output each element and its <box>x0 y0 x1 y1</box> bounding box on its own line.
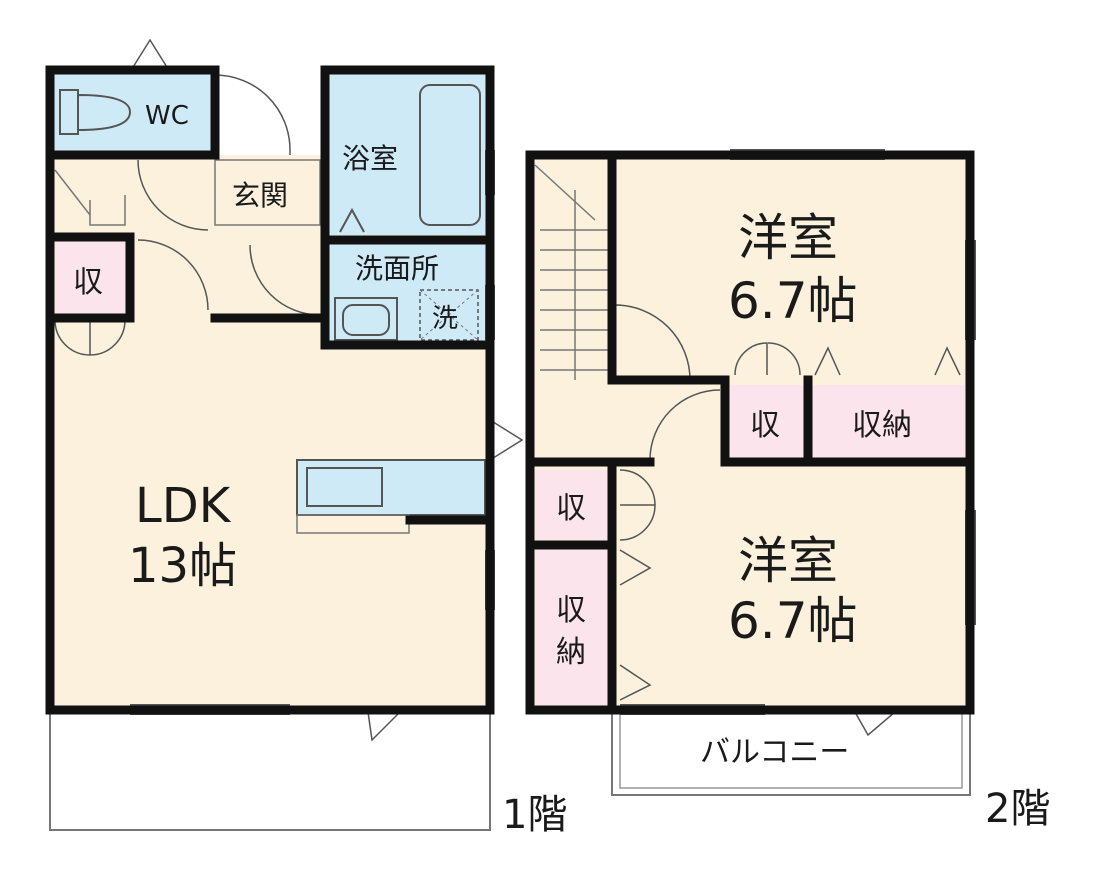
storage-2f-small-b <box>535 470 610 540</box>
storage-door-swing-icon <box>137 239 209 311</box>
room-b-size-label: 6.7帖 <box>728 592 858 650</box>
bath-door-icon <box>339 207 365 233</box>
room-b-name-label: 洋室 <box>738 532 838 590</box>
wc-label: WC <box>145 101 189 131</box>
room-a-door-swing-icon <box>614 304 691 381</box>
room-b-door-swing-icon <box>649 389 721 461</box>
storage-2f-large-label: 収納 <box>852 408 912 443</box>
storage-1f <box>55 240 130 315</box>
storage-vertical-door-bottom-icon <box>619 664 652 701</box>
storage-2f-large <box>810 385 965 460</box>
storage-vertical-door-top-icon <box>619 549 652 586</box>
terrace-outline <box>49 710 491 831</box>
stairs-2f-icon <box>534 164 610 380</box>
balcony-label: バルコニー <box>700 735 849 770</box>
storage-2f-small-b-label: 収 <box>556 491 586 526</box>
walls-2f <box>525 150 975 715</box>
walls-1f <box>45 65 495 715</box>
storage-small-a-door-icon <box>734 342 801 376</box>
toilet-icon <box>59 89 132 135</box>
room-a-name-label: 洋室 <box>738 209 838 267</box>
storage-small-b-door-icon <box>619 469 656 541</box>
entrance-label: 玄関 <box>232 179 288 212</box>
washer-icon <box>419 289 479 341</box>
stairs-1f-icon <box>54 169 126 226</box>
room-a-size-label: 6.7帖 <box>728 272 858 330</box>
washer-label: 洗 <box>432 304 458 334</box>
floor1-label: 1階 <box>502 792 567 838</box>
storage-1f-label: 収 <box>73 265 103 300</box>
storage-2f-vertical-label-bottom: 納 <box>556 635 586 670</box>
bathtub-icon <box>419 84 481 226</box>
storage-2f-small-a-label: 収 <box>750 408 780 443</box>
storage-2f-vertical-label-top: 収 <box>556 593 586 628</box>
kitchen-sink-icon <box>306 467 383 507</box>
floor2-label: 2階 <box>985 786 1050 832</box>
terrace-door-icon <box>367 711 401 742</box>
ldk-name-label: LDK <box>135 478 232 534</box>
storage-large-door-right-icon <box>934 346 961 376</box>
ldk-size-label: 13帖 <box>128 538 237 594</box>
entrance-area <box>214 159 321 226</box>
bath-room <box>325 70 490 235</box>
bath-label: 浴室 <box>342 142 398 175</box>
wc-door-swing-icon <box>137 159 209 231</box>
entrance-door-swing-icon <box>214 74 291 155</box>
sink-icon <box>334 297 398 341</box>
storage-large-door-left-icon <box>814 346 841 376</box>
storage-1f-door-icon <box>54 319 126 356</box>
wash-room <box>325 240 490 345</box>
balcony-door-icon <box>854 711 896 737</box>
washroom-label: 洗面所 <box>355 252 439 285</box>
balcony-outline <box>611 712 971 796</box>
side-door-icon <box>489 419 524 461</box>
wc-room <box>50 70 215 155</box>
wc-top-door-icon <box>129 38 171 73</box>
storage-2f-small-a <box>730 385 805 460</box>
storage-2f-vertical <box>535 545 610 705</box>
